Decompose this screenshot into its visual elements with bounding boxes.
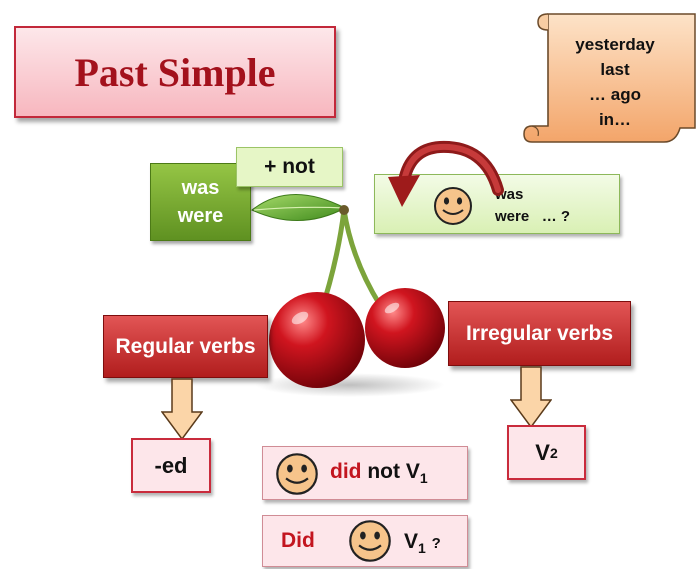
- page-title: Past Simple: [74, 49, 276, 95]
- v2-subscript: 2: [549, 444, 558, 461]
- question-suffix: … ?: [541, 208, 571, 225]
- cherries-illustration: [251, 194, 445, 397]
- regular-verbs-label: Regular verbs: [115, 334, 256, 358]
- irregular-verbs-box: Irregular verbs: [448, 301, 631, 366]
- irregular-verbs-label: Irregular verbs: [465, 321, 614, 345]
- was-label: was: [181, 177, 220, 199]
- title-box: Past Simple: [14, 26, 336, 118]
- smiley-icon: [349, 520, 391, 562]
- v2-label: V: [535, 439, 550, 465]
- time-expressions: yesterday last … ago in…: [540, 32, 690, 132]
- v1-subscript: 1: [419, 470, 428, 487]
- time-word: in…: [598, 110, 632, 129]
- did-question-label: Did: [281, 529, 315, 552]
- ed-box: -ed: [131, 438, 211, 493]
- plus-not-box: + not: [236, 147, 343, 187]
- was-were-box: was were: [150, 163, 251, 241]
- were-label: were: [495, 208, 530, 225]
- scroll-shape: [523, 13, 696, 143]
- time-word: last: [600, 60, 630, 79]
- plus-not-label: + not: [264, 155, 315, 178]
- time-word: … ago: [589, 85, 641, 104]
- smiley-icon: [276, 453, 318, 495]
- were-label: were: [177, 205, 224, 227]
- regular-verbs-box: Regular verbs: [103, 315, 268, 378]
- v1-subscript: 1: [418, 540, 426, 557]
- ed-label: -ed: [154, 452, 188, 478]
- curved-arrow-icon: [388, 140, 504, 207]
- question-form-text: V1 ?: [404, 530, 441, 556]
- did-label: did: [330, 460, 362, 483]
- smiley-icon: [434, 187, 472, 225]
- not-v-label: not V: [367, 460, 420, 483]
- down-arrow-icon: [510, 366, 552, 428]
- down-arrow-icon: [161, 378, 203, 440]
- question-mark: ?: [431, 535, 441, 552]
- negative-form-text: did not V1: [330, 460, 428, 486]
- v-label: V: [404, 530, 419, 553]
- time-word: yesterday: [575, 35, 655, 54]
